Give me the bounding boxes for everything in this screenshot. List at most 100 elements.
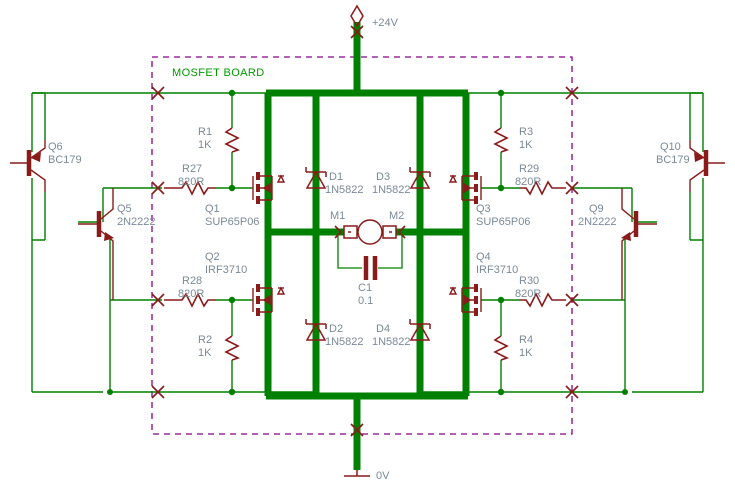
q6-ref-label: Q6 [48, 141, 63, 153]
board-terminals [151, 25, 579, 437]
q9-emitter-arrow-icon [621, 232, 631, 241]
q3-value-label: SUP65P06 [476, 216, 530, 228]
q1-value-label: SUP65P06 [205, 216, 259, 228]
board-title-label: MOSFET BOARD [172, 67, 265, 79]
bjt-q5 [78, 188, 114, 300]
d3-ref-label: D3 [376, 171, 390, 183]
bjt-q10 [689, 92, 725, 241]
r2-value-label: 1K [198, 347, 212, 359]
d1-ref-label: D1 [329, 171, 343, 183]
resistor-r3-symbol [493, 127, 510, 153]
bjt-q6 [10, 92, 46, 241]
r1-ref-label: R1 [198, 126, 212, 138]
terminal-cross [565, 385, 579, 399]
q10-wire-to-right-bus [689, 192, 703, 241]
q1-ref-label: Q1 [205, 203, 220, 215]
terminal-cross [565, 293, 579, 307]
r2-ref-label: R2 [198, 334, 212, 346]
q5-emitter-arrow-icon [104, 232, 114, 241]
terminal-cross [565, 86, 579, 100]
gnd-label: 0V [376, 470, 390, 482]
motor-assembly [334, 219, 406, 245]
junction-q1-gate [228, 184, 236, 192]
terminal-cross [151, 181, 165, 195]
m2-terminal-cross [398, 225, 406, 239]
q4-ref-label: Q4 [476, 251, 491, 263]
q4-arrow-icon [463, 294, 472, 306]
wire-c1-right [378, 236, 403, 269]
terminal-cross [151, 86, 165, 100]
q9-ref-label: Q9 [589, 203, 604, 215]
junction-q9-bottom [622, 389, 628, 395]
q5-ref-label: Q5 [117, 203, 132, 215]
resistor-r30-symbol [519, 292, 566, 308]
d2-value-label: 1N5822 [325, 336, 364, 348]
junction-q5-bottom [107, 389, 113, 395]
d4-value-label: 1N5822 [372, 336, 411, 348]
terminal-cross [350, 25, 364, 39]
r27-ref-label: R27 [182, 163, 202, 175]
q6-wire-to-top-rail [32, 92, 46, 140]
q3-body-diode-icon [448, 174, 458, 183]
diode-d2-symbol [305, 319, 327, 341]
resistor-r27-symbol [164, 180, 216, 196]
resistor-r1-symbol [224, 127, 241, 153]
terminal-cross [350, 423, 364, 437]
mosfet-q3 [448, 172, 482, 204]
junction-dots [107, 89, 628, 396]
q2-body-diode-icon [276, 286, 286, 295]
mosfet-q1 [252, 172, 286, 204]
q1-arrow-icon [262, 182, 271, 194]
terminal-cross [151, 385, 165, 399]
mosfet-q4 [448, 284, 482, 316]
q4-value-label: IRF3710 [476, 264, 518, 276]
bjt-q9 [621, 188, 657, 300]
q3-ref-label: Q3 [476, 203, 491, 215]
q6-value-label: BC179 [48, 154, 82, 166]
q10-value-label: BC179 [656, 154, 690, 166]
vcc-arrow-icon [350, 4, 364, 28]
junction-r1-top [228, 89, 236, 97]
m2-label: M2 [389, 210, 404, 222]
r28-ref-label: R28 [182, 275, 202, 287]
q5-collector-lead [100, 188, 114, 220]
r4-ref-label: R4 [519, 334, 533, 346]
motor-body-icon [357, 219, 383, 245]
q4-body-diode-icon [448, 286, 458, 295]
q2-ref-label: Q2 [205, 251, 220, 263]
r28-value-label: 820R [178, 288, 204, 300]
wire-c1-left [337, 236, 362, 269]
d3-value-label: 1N5822 [372, 184, 411, 196]
d4-ref-label: D4 [376, 323, 390, 335]
resistors-horizontal [164, 180, 566, 308]
r1-value-label: 1K [198, 139, 212, 151]
vcc-label: +24V [372, 17, 399, 29]
diode-d4-symbol [409, 319, 431, 341]
d2-ref-label: D2 [329, 323, 343, 335]
terminal-cross [565, 181, 579, 195]
junction-r2-bottom [228, 388, 236, 396]
q6-wire-to-left-bus [32, 192, 46, 241]
r30-ref-label: R30 [519, 275, 539, 287]
junction-q3-gate [497, 184, 505, 192]
mosfet-q2 [252, 284, 286, 316]
q3-arrow-icon [463, 182, 472, 194]
resistors-vertical [224, 127, 510, 361]
q6-emitter-arrow-icon [31, 152, 41, 162]
power-symbols [344, 4, 370, 477]
r3-value-label: 1K [519, 139, 533, 151]
q9-value-label: 2N2222 [578, 216, 617, 228]
q6-collector-lead [30, 169, 46, 192]
q5-value-label: 2N2222 [117, 216, 156, 228]
q10-emitter-lead [689, 140, 705, 159]
schottky-diodes [305, 167, 431, 341]
r30-value-label: 820R [515, 288, 541, 300]
q10-collector-lead [689, 169, 705, 192]
resistor-r28-symbol [164, 292, 216, 308]
c1-value-label: 0.1 [358, 295, 373, 307]
resistor-r29-symbol [519, 180, 566, 196]
q10-wire-to-top-rail [689, 92, 703, 140]
q10-ref-label: Q10 [660, 141, 681, 153]
